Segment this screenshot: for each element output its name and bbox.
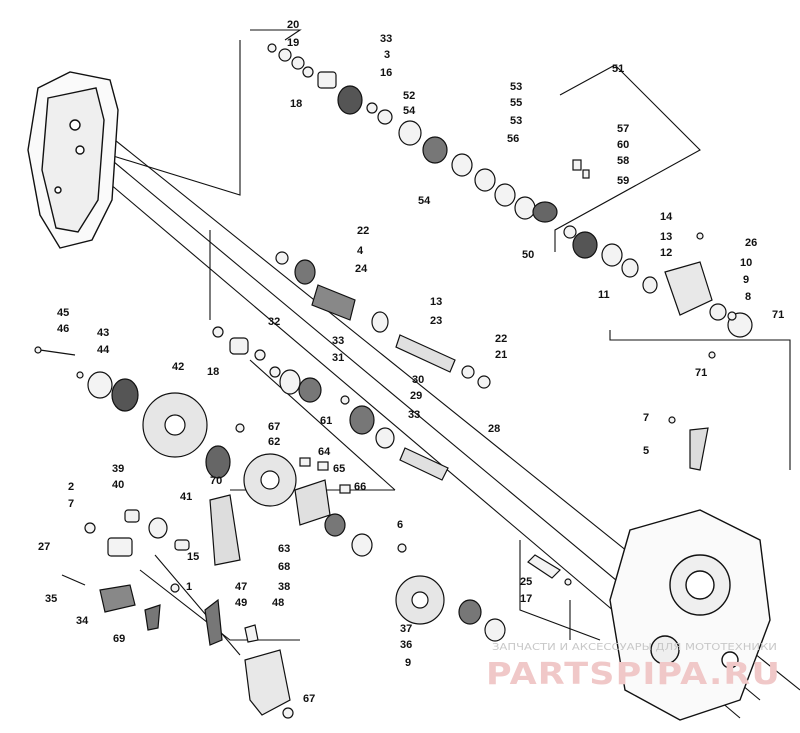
callout: 28	[488, 423, 500, 435]
callout: 63	[278, 543, 290, 555]
callout: 2	[68, 481, 74, 493]
callout: 54	[418, 195, 431, 207]
callout: 50	[522, 249, 534, 261]
callout: 11	[598, 289, 610, 301]
callout: 48	[272, 597, 284, 609]
callout: 18	[290, 98, 302, 110]
drive-assembly	[34, 346, 373, 719]
callout: 56	[507, 133, 519, 145]
callout: 41	[180, 491, 192, 503]
callout: 1	[186, 581, 192, 593]
callout: 70	[210, 475, 222, 487]
callout: 9	[743, 274, 749, 286]
callout: 57	[617, 123, 629, 135]
callout: 6	[397, 519, 403, 531]
callout: 53	[510, 81, 522, 93]
callout: 25	[520, 576, 532, 588]
callout: 44	[97, 344, 110, 356]
callout: 45	[57, 307, 69, 319]
callout: 23	[430, 315, 442, 327]
callout: 16	[380, 67, 392, 79]
callout: 4	[357, 245, 364, 257]
callout: 49	[235, 597, 247, 609]
callout: 33	[380, 33, 392, 45]
callout: 71	[695, 367, 707, 379]
callout: 8	[745, 291, 751, 303]
callout-labels: 20 19 18 33 3 16 52 54 51 53 55 53 56 57…	[38, 19, 784, 705]
callout: 61	[320, 415, 332, 427]
callout: 58	[617, 155, 629, 167]
callout: 17	[520, 593, 532, 605]
callout: 39	[112, 463, 124, 475]
callout: 24	[355, 263, 368, 275]
callout: 35	[45, 593, 57, 605]
right-small-parts	[395, 416, 709, 642]
callout: 5	[643, 445, 649, 457]
watermark-caption: ЗАПЧАСТИ И АКСЕССУАРЫ ДЛЯ МОТОТЕХНИКИ	[492, 642, 777, 653]
callout: 18	[207, 366, 219, 378]
callout: 34	[76, 615, 89, 627]
callout: 51	[612, 63, 624, 75]
gearcase-housing	[609, 509, 771, 721]
callout: 13	[660, 231, 672, 243]
mid-shaft-components	[212, 251, 491, 481]
callout: 26	[745, 237, 757, 249]
callout: 15	[187, 551, 199, 563]
callout: 46	[57, 323, 69, 335]
callout: 59	[617, 175, 629, 187]
callout: 21	[495, 349, 507, 361]
callout: 52	[403, 90, 415, 102]
callout: 22	[495, 333, 507, 345]
callout: 69	[113, 633, 125, 645]
callout: 12	[660, 247, 672, 259]
callout: 38	[278, 581, 290, 593]
callout: 3	[384, 49, 390, 61]
watermark: ЗАПЧАСТИ И АКСЕССУАРЫ ДЛЯ МОТОТЕХНИКИ PA…	[486, 642, 781, 692]
callout: 67	[268, 421, 280, 433]
callout: 71	[772, 309, 784, 321]
callout: 13	[430, 296, 442, 308]
callout: 53	[510, 115, 522, 127]
callout: 31	[332, 352, 344, 364]
callout: 20	[287, 19, 299, 31]
callout: 7	[68, 498, 74, 510]
callout: 68	[278, 561, 290, 573]
callout: 55	[510, 97, 522, 109]
callout: 9	[405, 657, 411, 669]
chaincase-housing	[27, 71, 119, 249]
callout: 22	[357, 225, 369, 237]
callout: 65	[333, 463, 345, 475]
callout: 33	[408, 409, 420, 421]
watermark-logo: PARTSPIPA.RU	[486, 657, 781, 692]
shaft-components	[267, 43, 753, 359]
callout: 54	[403, 105, 416, 117]
callout: 60	[617, 139, 629, 151]
callout: 32	[268, 316, 280, 328]
callout: 19	[287, 37, 299, 49]
callout: 27	[38, 541, 50, 553]
callout: 29	[410, 390, 422, 402]
callout: 64	[318, 446, 331, 458]
callout: 10	[740, 257, 752, 269]
callout: 66	[354, 481, 366, 493]
callout: 43	[97, 327, 109, 339]
callout: 37	[400, 623, 412, 635]
callout: 14	[660, 211, 673, 223]
callout: 67	[303, 693, 315, 705]
callout: 40	[112, 479, 124, 491]
callout: 7	[643, 412, 649, 424]
callout: 30	[412, 374, 424, 386]
callout: 33	[332, 335, 344, 347]
callout: 47	[235, 581, 247, 593]
callout: 62	[268, 436, 280, 448]
callout: 36	[400, 639, 412, 651]
callout: 42	[172, 361, 184, 373]
